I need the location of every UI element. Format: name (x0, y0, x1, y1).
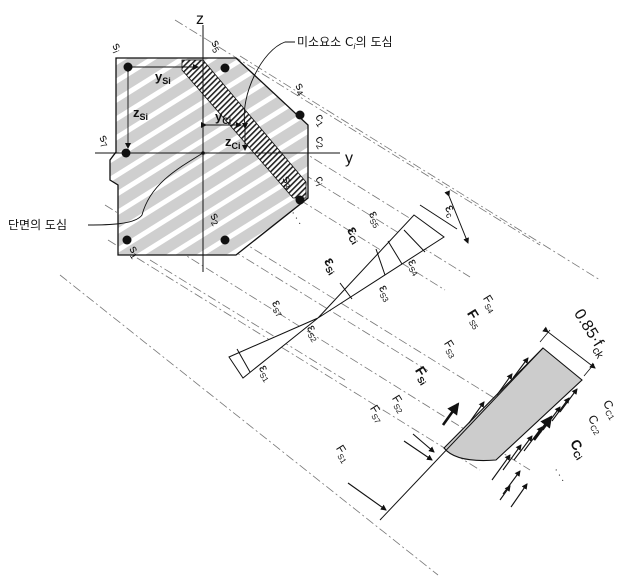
label-z-ci: zCi (225, 134, 241, 151)
force-label-ci: CCi (565, 436, 590, 462)
rebar-s4 (295, 110, 305, 120)
label-c2: c2 (311, 133, 330, 151)
force-dots: · · · (550, 466, 568, 485)
force-label-si: FSi (410, 363, 434, 387)
label-s-i: si (108, 40, 126, 56)
force-label-s3: FS3 (439, 337, 462, 360)
cross-section-outline (109, 57, 309, 256)
distance-dimensions (125, 64, 248, 151)
rebar-s5 (220, 63, 230, 73)
label-s4: s4 (291, 80, 310, 98)
strain-label-ci: εCi (342, 223, 366, 246)
strain-label-s3: εS3 (374, 282, 397, 305)
label-y-ci: yCi (215, 109, 231, 126)
steel-force-arrows (347, 433, 435, 511)
stress-block (443, 347, 583, 462)
label-s7: s7 (95, 132, 114, 150)
label-y-si: ySi (155, 69, 171, 86)
rebar-s1 (122, 235, 132, 245)
label-z-si: zSi (133, 105, 148, 122)
axes (95, 25, 340, 272)
rebar-s2 (220, 235, 230, 245)
rebar-points (121, 62, 305, 245)
strain-label-c: εc (440, 201, 461, 220)
strain-label-si: εSi (319, 254, 343, 277)
label-s5: s5 (207, 37, 226, 55)
rebar-s3 (295, 195, 305, 205)
force-label-s7: FS7 (365, 402, 388, 425)
leader-section-centroid (87, 152, 204, 226)
z-axis-label: z (196, 11, 204, 28)
rebar-s7 (121, 148, 131, 158)
force-label-s2: FS2 (387, 392, 410, 415)
strain-diagram (228, 190, 469, 379)
strain-label-s5: εS5 (364, 208, 387, 231)
force-label-c2: CC2 (583, 412, 607, 437)
stress-label: 0.85·fck (568, 306, 613, 361)
annotation-section-centroid: 단면의 도심 (8, 218, 67, 232)
strain-compression-triangle (317, 214, 445, 319)
strain-tension-triangle (228, 317, 319, 379)
leader-element-centroid (243, 41, 295, 126)
label-ci: ci (311, 173, 329, 189)
force-label-s1: FS1 (331, 442, 354, 465)
y-axis-label: y (345, 150, 353, 167)
annotation-element-centroid: 미소요소 Ci의 도심 (297, 35, 393, 51)
base-line (379, 347, 544, 521)
compression-arrows (491, 388, 578, 508)
force-label-s5: FS5 (462, 306, 487, 332)
tension-arrows (441, 357, 529, 426)
force-diagram (379, 326, 596, 521)
